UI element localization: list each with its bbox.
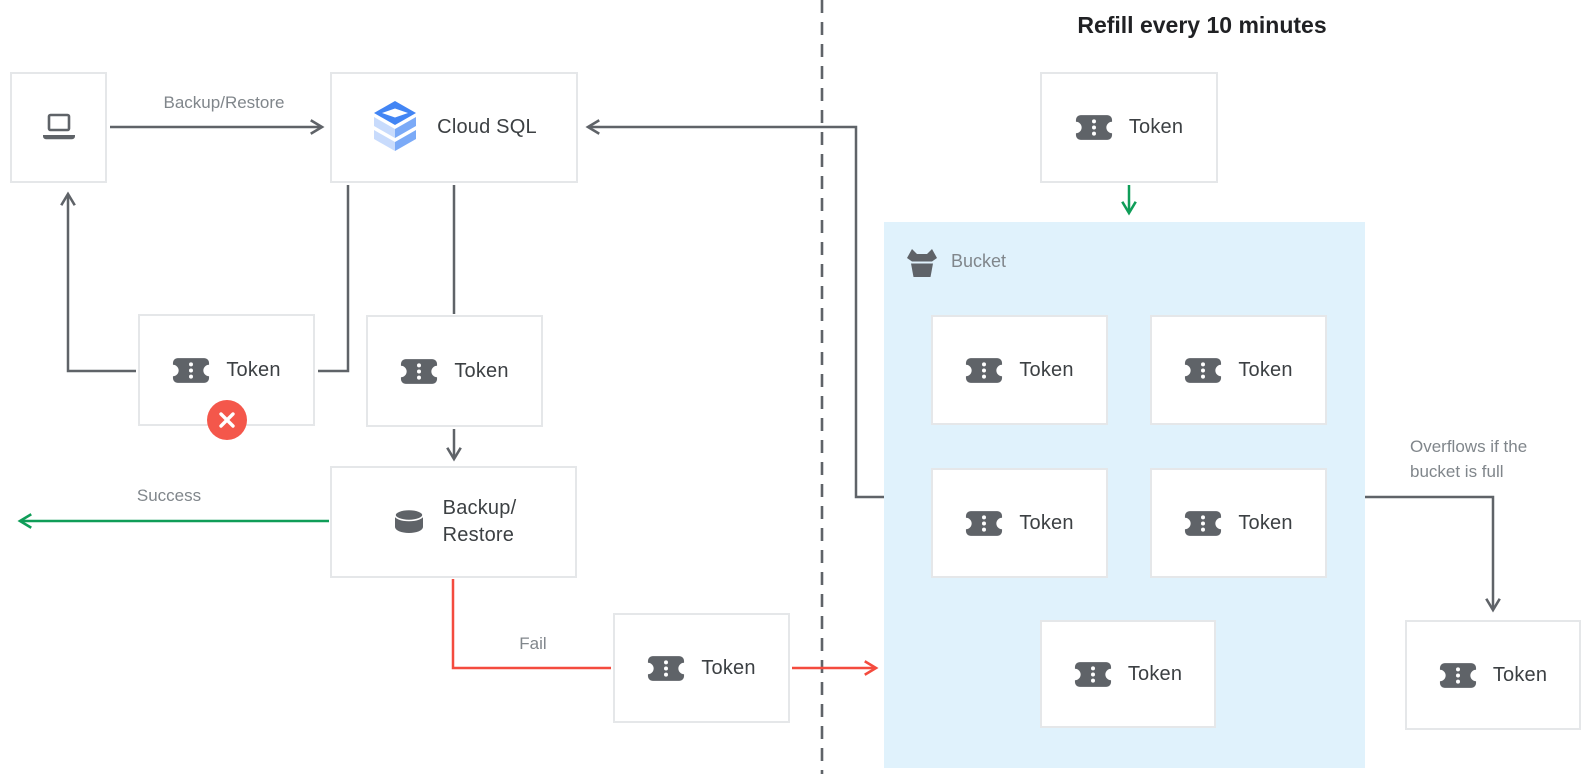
token-node-fail: Token: [613, 613, 790, 723]
token-node-consume: Token: [366, 315, 543, 427]
ticket-icon: [965, 355, 1004, 386]
diagram-title: Refill every 10 minutes: [1077, 12, 1327, 38]
ticket-icon: [1073, 659, 1112, 690]
token-label: Token: [1492, 663, 1548, 686]
cloud-sql-node: Cloud SQL: [330, 72, 578, 183]
basket-icon: [905, 245, 939, 278]
edge-bucket-to-cloudsql: [585, 119, 884, 499]
token-label: Token: [226, 358, 281, 381]
backup-restore-node: Backup/Restore: [330, 466, 577, 578]
ticket-icon: [647, 653, 686, 684]
token-label: Token: [1238, 511, 1293, 534]
edge-token-to-client: [60, 191, 136, 373]
ticket-icon: [1184, 355, 1223, 386]
ticket-icon: [1438, 660, 1477, 691]
edge-label-fail: Fail: [519, 634, 547, 653]
client-node: [10, 72, 107, 183]
ticket-icon: [965, 508, 1004, 539]
database-icon: [391, 506, 427, 538]
edge-cloudsql-to-token: [318, 185, 350, 373]
token-label: Token: [1128, 116, 1184, 138]
ticket-icon: [400, 356, 439, 387]
token-label: Token: [1127, 662, 1183, 685]
ticket-icon: [1184, 508, 1223, 539]
cloud-sql-stack-icon: [371, 100, 419, 156]
token-label: Token: [701, 656, 756, 679]
token-node-overflow: Token: [1405, 620, 1581, 730]
bucket-header: Bucket: [905, 245, 1006, 278]
bucket-label: Bucket: [951, 251, 1007, 271]
bucket-token-5: Token: [1040, 620, 1216, 728]
cloud-sql-label: Cloud SQL: [437, 116, 537, 138]
ticket-icon: [1074, 112, 1113, 143]
laptop-icon: [38, 112, 80, 144]
bucket-token-1: Token: [931, 315, 1108, 425]
token-label: Token: [1238, 358, 1293, 381]
backup-restore-label: Backup/Restore: [442, 497, 517, 546]
bucket-token-2: Token: [1150, 315, 1327, 425]
token-node-refill: Token: [1040, 72, 1218, 183]
edge-label-success: Success: [136, 486, 202, 505]
edge-label-overflow: Overflows if the bucket is full: [1410, 437, 1528, 481]
token-label: Token: [1019, 358, 1074, 381]
token-label: Token: [1019, 511, 1074, 534]
bucket-token-3: Token: [931, 468, 1108, 578]
bucket-token-4: Token: [1150, 468, 1327, 578]
edge-label-backup-restore: Backup/Restore: [163, 93, 285, 112]
ticket-icon: [172, 355, 211, 386]
x-circle-icon: [207, 400, 247, 440]
edge-overflow: [1365, 495, 1501, 613]
edge-fail: [451, 579, 611, 670]
token-label: Token: [454, 359, 509, 382]
